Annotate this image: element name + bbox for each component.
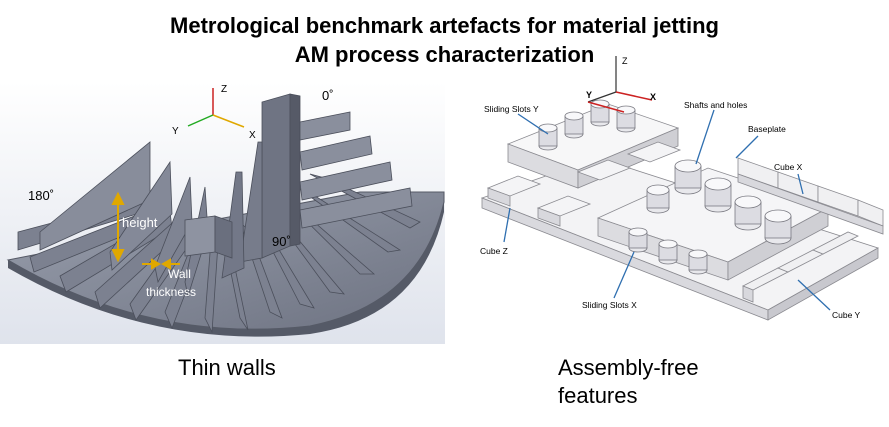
- angle-180-label: 180˚: [28, 188, 54, 203]
- label-cube-z: Cube Z: [480, 246, 508, 256]
- caption-assembly-free-1: Assembly-free: [558, 355, 699, 380]
- label-cube-x: Cube X: [774, 162, 803, 172]
- axis-triad-left: [187, 88, 245, 128]
- thin-walls-render: Z Y X 0˚ 180˚ 90˚ height Wall thickness: [0, 82, 445, 344]
- assembly-free-render: Z Y X Sliding Slots Y Shafts and holes B…: [478, 56, 889, 344]
- label-sliding-slots-y: Sliding Slots Y: [484, 104, 539, 114]
- wall-label: Wall: [168, 267, 191, 281]
- title-line-1: Metrological benchmark artefacts for mat…: [170, 13, 719, 38]
- height-label: height: [122, 215, 158, 230]
- angle-90-label: 90˚: [272, 234, 291, 249]
- label-baseplate: Baseplate: [748, 124, 786, 134]
- axis-triad-right: [587, 56, 653, 113]
- caption-thin-walls: Thin walls: [178, 355, 276, 380]
- title-line-2: AM process characterization: [294, 42, 595, 67]
- axis-x-label-right: X: [650, 92, 656, 102]
- thickness-label: thickness: [146, 285, 196, 299]
- angle-0-label: 0˚: [322, 88, 334, 103]
- wall-thickness-arrows: [142, 258, 180, 270]
- label-cube-y: Cube Y: [832, 310, 861, 320]
- caption-assembly-free-2: features: [558, 383, 638, 408]
- shafts-group: [538, 99, 792, 275]
- axis-y-label-right: Y: [586, 90, 592, 100]
- label-sliding-slots-x: Sliding Slots X: [582, 300, 637, 310]
- axis-z-label: Z: [221, 84, 227, 95]
- label-shafts-holes: Shafts and holes: [684, 100, 747, 110]
- axis-z-label-right: Z: [622, 56, 628, 66]
- height-arrow: [111, 191, 125, 263]
- axis-y-label: Y: [172, 126, 179, 137]
- axis-x-label: X: [249, 130, 256, 141]
